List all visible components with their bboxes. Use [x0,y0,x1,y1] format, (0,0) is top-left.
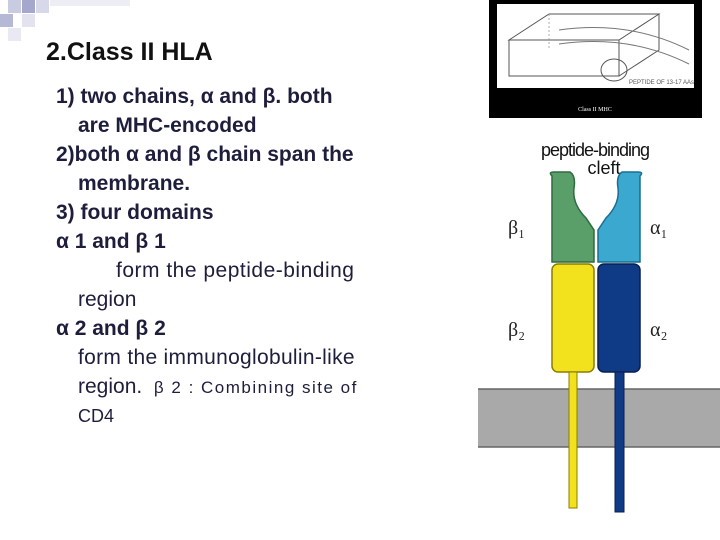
beta-chain-transmembrane-tail [568,371,578,509]
inset-illustration: PEPTIDE OF 13-17 AAs Class II MHC [497,4,694,113]
alpha2-label: α₂ [650,319,667,341]
cd4-note: β 2 : Combining site of [153,378,358,397]
beta2-label: β₂ [508,319,525,341]
slide-body: 1) two chains, α and β. both are MHC-enc… [56,82,456,431]
point-2-line-1: 2)both α and β chain span the [56,143,354,166]
corner-decoration [0,0,130,45]
domain-1-desc-line-2: region [78,288,137,311]
alpha1-domain [597,171,643,263]
inset-label: Class II MHC [578,107,612,113]
beta2-domain [551,263,595,373]
alpha1-label: α₁ [650,217,667,239]
alpha-chain-transmembrane-tail [614,371,625,513]
point-1-line-1: 1) two chains, α and β. both [56,85,333,108]
mhc-class-ii-diagram: peptide-binding cleft β₁ α₁ β₂ α₂ [478,140,720,513]
domain-2-heading: α 2 and β 2 [56,317,166,340]
point-2-line-2: membrane. [78,172,191,195]
cleft-label-line-2: cleft [587,158,620,178]
cleft-label-line-1: peptide-binding [541,140,649,160]
point-1-line-2: are MHC-encoded [78,114,257,137]
domain-1-desc-line-1: form the peptide-binding [116,259,355,282]
cd4-label: CD4 [78,406,115,426]
slide-title: 2.Class II HLA [46,38,213,66]
domain-2-desc-line-2: region. β 2 : Combining site of [56,372,456,402]
cell-membrane [478,389,720,447]
beta1-domain [549,171,595,263]
region-text: region. [78,375,143,398]
inset-caption: PEPTIDE OF 13-17 AAs [629,80,694,86]
domain-1-heading: α 1 and β 1 [56,230,166,253]
alpha2-domain [597,263,641,373]
structure-inset-image: PEPTIDE OF 13-17 AAs Class II MHC [489,0,702,118]
domain-2-desc-line-1: form the immunoglobulin-like [78,346,355,369]
point-3: 3) four domains [56,201,214,224]
beta1-label: β₁ [508,217,525,239]
